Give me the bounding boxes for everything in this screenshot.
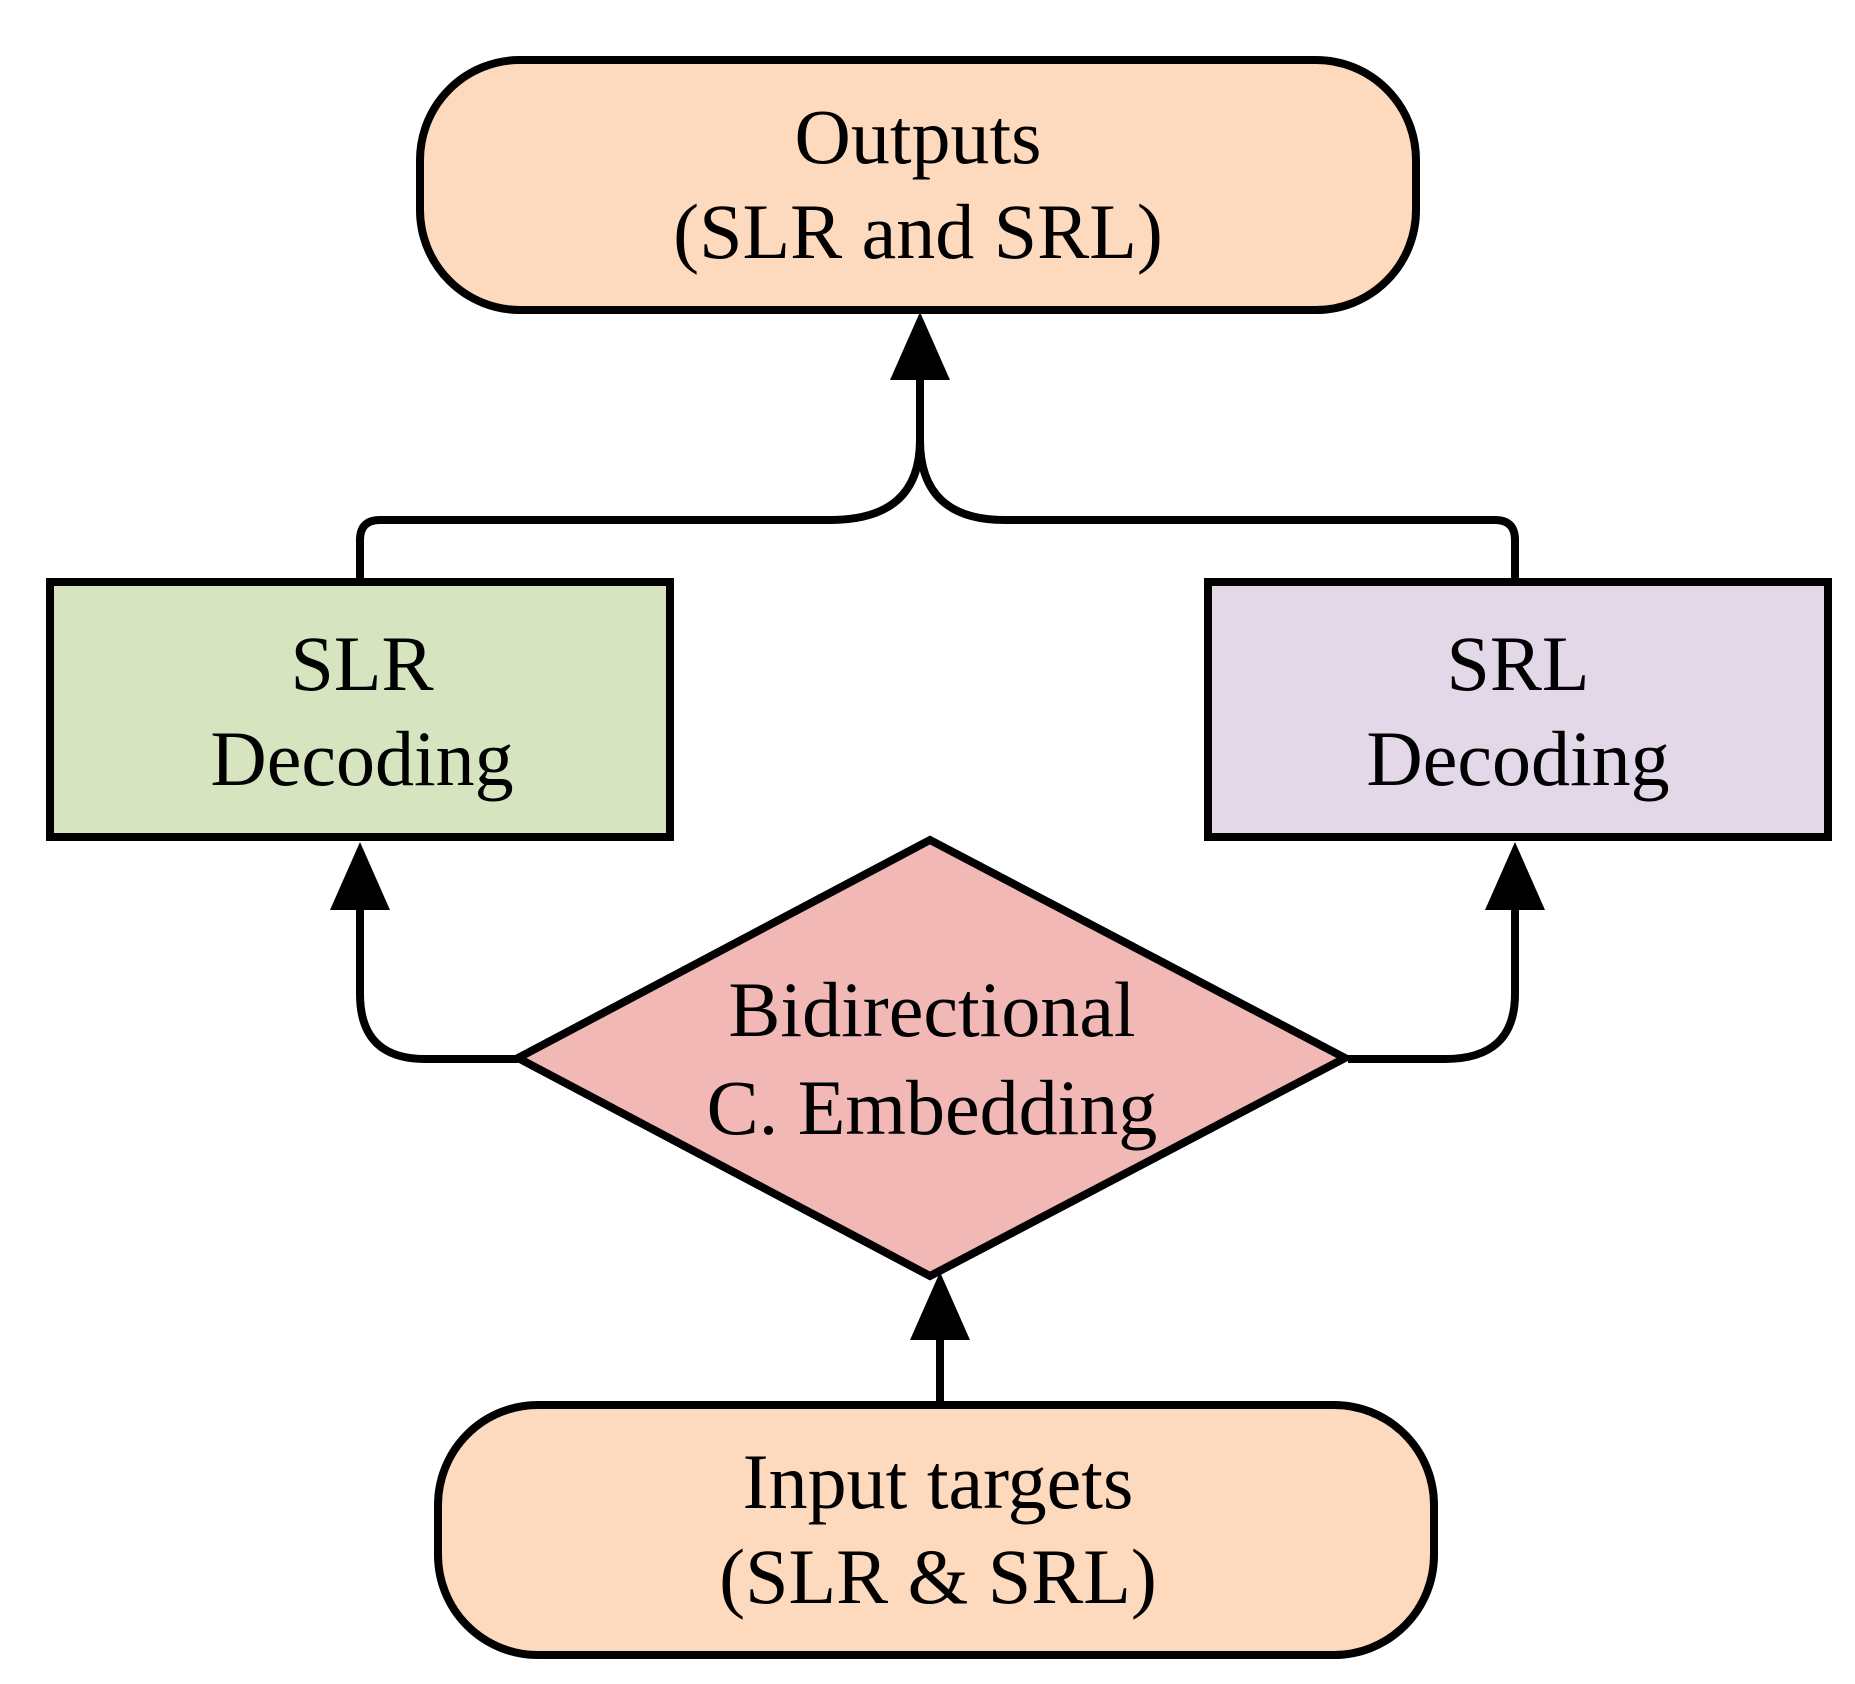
embedding-diamond (509, 835, 1354, 1281)
slr-decoding-node: SLR Decoding (46, 578, 674, 841)
edge-embedding-to-slr (356, 900, 518, 1063)
outputs-label-line1: Outputs (794, 93, 1041, 180)
arrowhead-embedding-bottom (910, 1272, 970, 1340)
slr-decoding-label-line1: SLR (290, 620, 433, 707)
arrowhead-outputs-bottom (890, 312, 950, 380)
embedding-node: Bidirectional C. Embedding (509, 835, 1354, 1281)
inputs-label-line2: (SLR & SRL) (719, 1533, 1157, 1620)
embedding-label-line1: Bidirectional (728, 966, 1135, 1053)
arrowhead-srl-bottom (1485, 842, 1545, 910)
srl-decoding-label-line2: Decoding (1366, 715, 1669, 802)
srl-decoding-node: SRL Decoding (1204, 578, 1832, 841)
srl-decoding-label-line1: SRL (1446, 620, 1589, 707)
connectors (330, 312, 1545, 1405)
srl-decoding-box (1204, 578, 1832, 841)
edge-slr-to-outputs (356, 439, 924, 580)
inputs-label-line1: Input targets (743, 1438, 1134, 1525)
outputs-box (416, 56, 1420, 314)
inputs-node: Input targets (SLR & SRL) (434, 1401, 1438, 1659)
edge-srl-to-outputs (916, 439, 1519, 580)
inputs-box (434, 1401, 1438, 1659)
embedding-label-line2: C. Embedding (707, 1064, 1158, 1151)
slr-decoding-label-line2: Decoding (210, 715, 513, 802)
edge-embedding-to-srl (1348, 900, 1519, 1063)
outputs-label-line2: (SLR and SRL) (673, 188, 1163, 275)
arrowhead-slr-bottom (330, 842, 390, 910)
outputs-node: Outputs (SLR and SRL) (416, 56, 1420, 314)
slr-decoding-box (46, 578, 674, 841)
